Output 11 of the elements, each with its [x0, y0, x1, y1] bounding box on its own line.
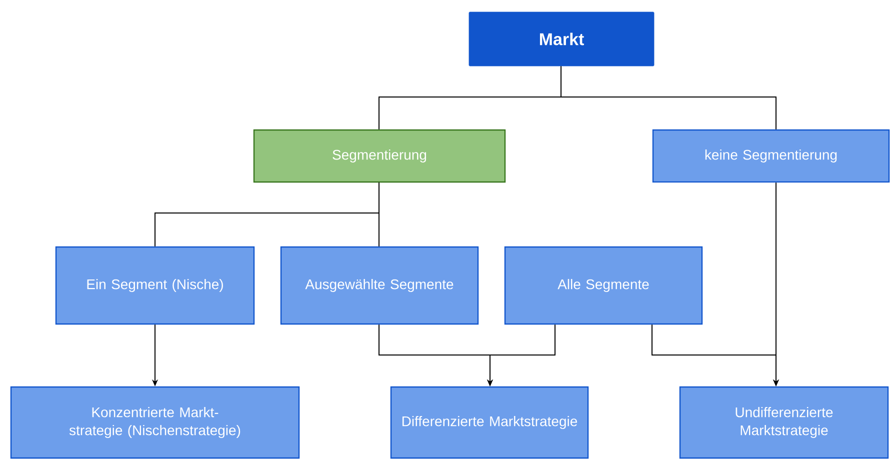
- process-box: keine Segmentierung: [652, 129, 890, 183]
- process-box: Differenzierte Marktstrategie: [390, 386, 589, 459]
- connector-line: [378, 182, 380, 247]
- process-box: Konzentrierte Markt-strategie (Nischenstrategie): [10, 386, 300, 459]
- root-box: Markt: [468, 12, 654, 66]
- category-box: Segmentierung: [253, 129, 506, 183]
- process-box: Ausgewählte Segmente: [280, 246, 479, 325]
- process-box: Undifferenzierte Marktstrategie: [679, 386, 889, 459]
- process-box: Alle Segmente: [504, 246, 703, 325]
- connector-line: [560, 66, 776, 130]
- process-box: Ein Segment (Nische): [55, 246, 255, 325]
